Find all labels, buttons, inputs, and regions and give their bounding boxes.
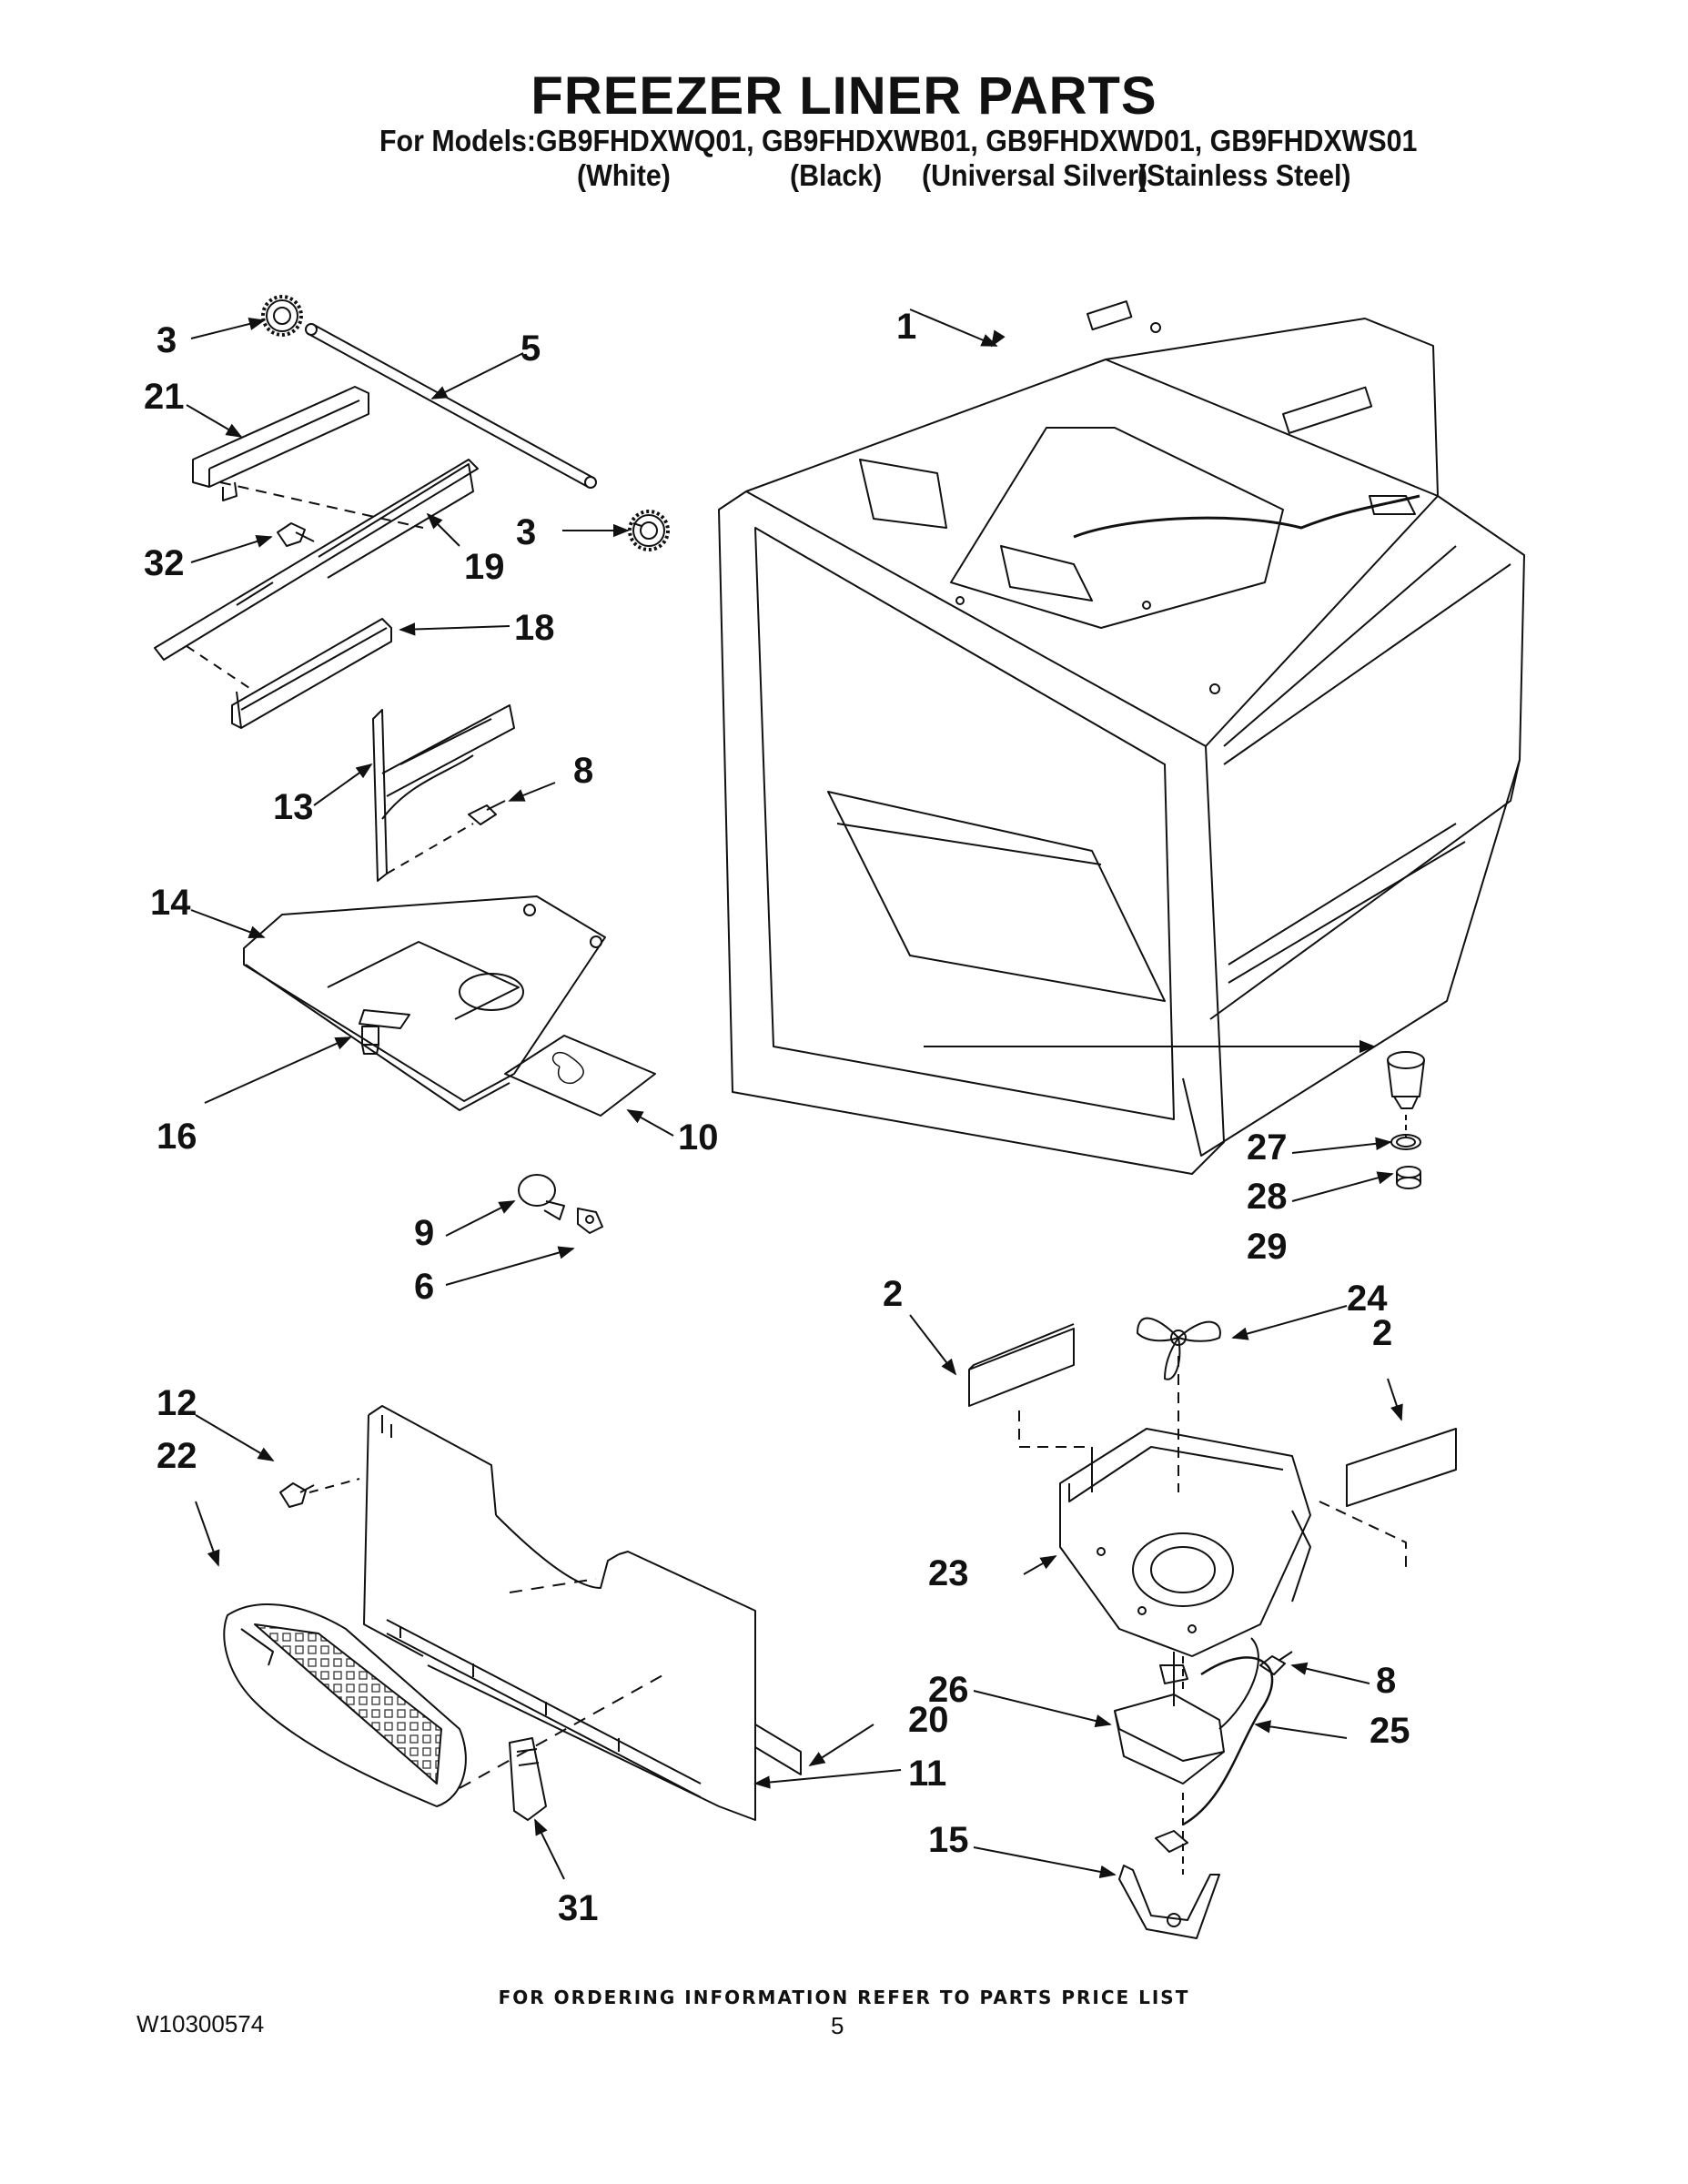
slide-bracket-part-18 <box>231 618 392 729</box>
bracket-part-13 <box>372 704 515 882</box>
callout-32: 32 <box>144 543 185 583</box>
alignment-dashed-line <box>1018 1410 1092 1448</box>
callout-25: 25 <box>1370 1711 1410 1751</box>
callout-leader-1 <box>909 308 998 347</box>
callout-19: 19 <box>464 547 505 587</box>
models-line: For Models:GB9FHDXWQ01, GB9FHDXWB01, GB9… <box>379 124 1418 157</box>
callout-1: 1 <box>896 307 916 347</box>
callout-13: 13 <box>273 787 314 827</box>
callout-21: 21 <box>144 377 185 417</box>
screw-part-8-right <box>1259 1651 1293 1675</box>
callout-6: 6 <box>414 1267 434 1307</box>
ordering-note: FOR ORDERING INFORMATION REFER TO PARTS … <box>498 1987 1190 2008</box>
wire-harness-part-25 <box>1182 1656 1274 1826</box>
callout-2-left: 2 <box>883 1274 903 1314</box>
document-number: W10300574 <box>136 2010 265 2037</box>
callout-10: 10 <box>678 1117 719 1158</box>
callout-18: 18 <box>514 608 555 648</box>
callout-24: 24 <box>1347 1279 1388 1319</box>
fan-blade-part-24 <box>1137 1317 1221 1380</box>
callout-labels: 1 2 2 3 3 5 6 8 8 9 10 11 12 13 14 15 16… <box>144 307 1410 1928</box>
callout-31: 31 <box>558 1888 599 1928</box>
alignment-dashed-line <box>186 645 256 693</box>
alignment-dashed-line <box>509 1578 597 1593</box>
cup-part-27 <box>1387 1051 1425 1109</box>
pad-part-2-left <box>968 1323 1075 1407</box>
callout-3-right: 3 <box>516 512 536 552</box>
callout-9: 9 <box>414 1213 434 1253</box>
fan-shroud-part-23 <box>1059 1428 1311 1657</box>
page-title: FREEZER LINER PARTS <box>531 66 1157 126</box>
sheet-part-10 <box>504 1035 656 1117</box>
callout-27: 27 <box>1247 1127 1288 1168</box>
variant-universal-silver: (Universal Silver) <box>922 158 1148 192</box>
light-shield-part-31 <box>509 1737 547 1821</box>
callout-16: 16 <box>157 1117 197 1157</box>
slide-bracket-part-21 <box>192 386 369 501</box>
freezer-liner-part-1 <box>718 300 1525 1175</box>
pad-part-2-right <box>1346 1428 1457 1507</box>
rod-part-5 <box>305 323 597 489</box>
screw-part-32 <box>277 522 315 547</box>
callout-5: 5 <box>521 329 541 369</box>
grille-part-22 <box>223 1603 467 1807</box>
callout-23: 23 <box>928 1553 969 1593</box>
callout-leaders <box>186 317 1403 1880</box>
screw-part-12 <box>279 1482 315 1508</box>
alignment-dashed-line <box>308 1478 360 1493</box>
rail-part-19 <box>154 459 479 661</box>
callout-15: 15 <box>928 1820 969 1860</box>
foam-strip-part-20 <box>754 1724 802 1775</box>
callout-29: 29 <box>1247 1227 1288 1267</box>
evaporator-cover-part-14 <box>243 895 606 1111</box>
callout-22: 22 <box>157 1436 197 1476</box>
alignment-dashed-line <box>459 1673 665 1789</box>
page-number: 5 <box>831 2012 844 2039</box>
screw-part-8-left <box>468 800 506 825</box>
callout-11: 11 <box>908 1754 946 1794</box>
callout-20: 20 <box>908 1700 949 1740</box>
socket-part-6 <box>577 1208 603 1234</box>
variant-stainless-steel: (Stainless Steel) <box>1137 158 1351 192</box>
callout-2-right: 2 <box>1372 1313 1392 1353</box>
variant-white: (White) <box>577 158 671 192</box>
callout-28: 28 <box>1247 1177 1288 1217</box>
callout-3-top: 3 <box>157 320 177 360</box>
gear-part-3-top <box>261 295 303 337</box>
alignment-dashed-line <box>1319 1501 1407 1570</box>
alignment-dashed-line <box>386 823 474 875</box>
alignment-dashed-line <box>219 481 424 529</box>
callout-26: 26 <box>928 1670 969 1710</box>
fan-motor-part-26 <box>1114 1637 1259 1785</box>
variant-black: (Black) <box>790 158 883 192</box>
callout-14: 14 <box>150 883 191 923</box>
callout-8-left: 8 <box>573 751 593 791</box>
clip-part-16 <box>361 1026 379 1055</box>
callout-12: 12 <box>157 1383 197 1423</box>
motor-bracket-part-15 <box>1118 1830 1220 1939</box>
bulb-part-9 <box>518 1174 565 1220</box>
gear-part-3-right <box>628 510 670 551</box>
washer-part-29 <box>1396 1166 1421 1189</box>
callout-8-right: 8 <box>1376 1661 1396 1701</box>
